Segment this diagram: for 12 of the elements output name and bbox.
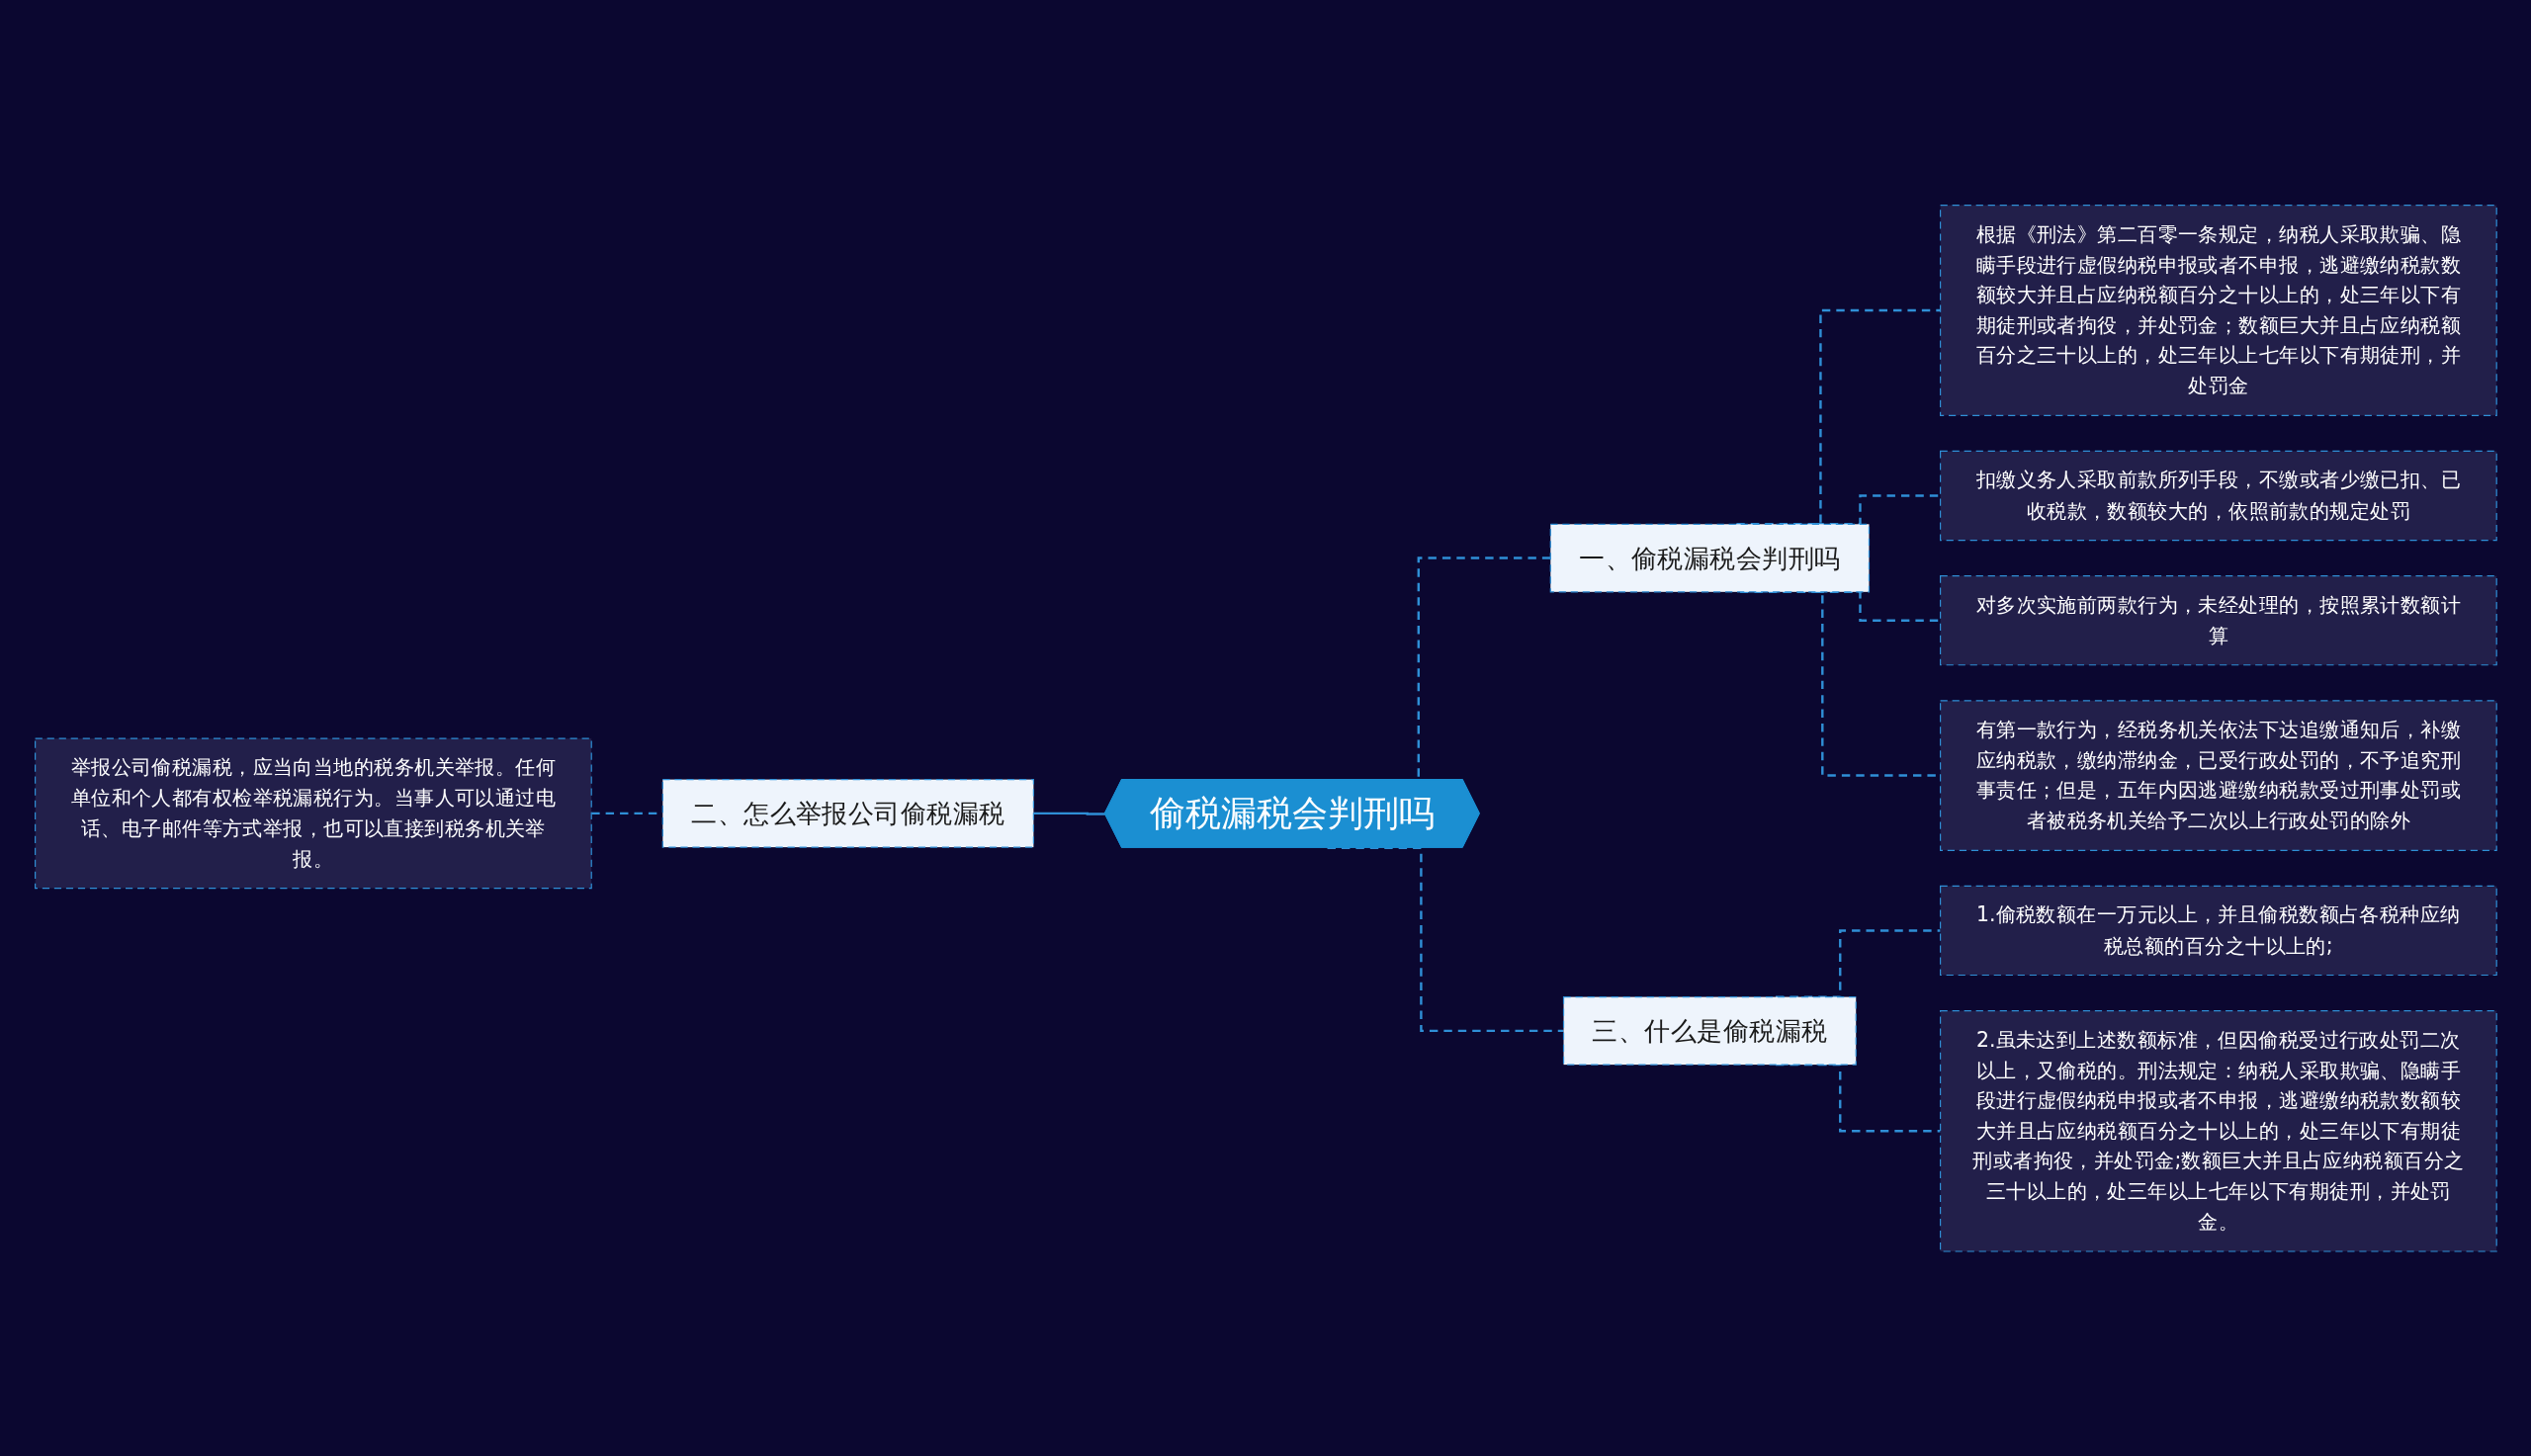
node-box: 一、偷税漏税会判刑吗 bbox=[1549, 523, 1870, 593]
node-box: 根据《刑法》第二百零一条规定，纳税人采取欺骗、隐瞒手段进行虚假纳税申报或者不申报，逃避缴纳税款数额较大并且占应纳税额百分之十以上的，处三年以下有期徒刑或者拘役，并处罚金；数额巨大并且占应纳税额百分之三十以上的，处三年以上七年以下有期徒刑，并处罚金 bbox=[1939, 204, 2497, 416]
connector bbox=[1033, 812, 1105, 815]
node-box: 扣缴义务人采取前款所列手段，不缴或者少缴已扣、已收税款，数额较大的，依照前款的规定处罚 bbox=[1939, 450, 2497, 541]
node-box: 1.偷税数额在一万元以上，并且偷税数额占各税种应纳税总额的百分之十以上的; bbox=[1939, 885, 2497, 976]
node-box: 二、怎么举报公司偷税漏税 bbox=[661, 778, 1034, 848]
node-box: 三、什么是偷税漏税 bbox=[1562, 995, 1857, 1066]
node-box: 对多次实施前两款行为，未经处理的，按照累计数额计算 bbox=[1939, 574, 2497, 666]
node-box: 有第一款行为，经税务机关依法下达追缴通知后，补缴应纳税款，缴纳滞纳金，已受行政处罚的，不予追究刑事责任；但是，五年内因逃避缴纳税款受过刑事处罚或者被税务机关给予二次以上行政处罚的除外 bbox=[1939, 699, 2497, 851]
node-box: 2.虽未达到上述数额标准，但因偷税受过行政处罚二次以上，又偷税的。刑法规定：纳税人采取欺骗、隐瞒手段进行虚假纳税申报或者不申报，逃避缴纳税款数额较大并且占应纳税额百分之十以上的，处三年以下有期徒刑或者拘役，并处罚金;数额巨大并且占应纳税额百分之三十以上的，处三年以上七年以下有期徒刑，并处罚金。 bbox=[1939, 1009, 2497, 1252]
connector bbox=[1327, 846, 1564, 1032]
node-box: 举报公司偷税漏税，应当向当地的税务机关举报。任何单位和个人都有权检举税漏税行为。当事人可以通过电话、电子邮件等方式举报，也可以直接到税务机关举报。 bbox=[34, 737, 592, 889]
